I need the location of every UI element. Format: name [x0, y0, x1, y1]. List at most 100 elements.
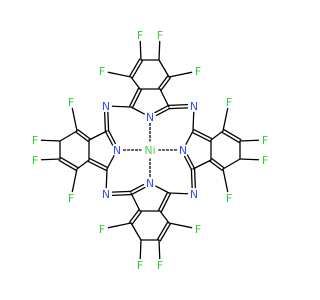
nitrogen-label-right-Nc: N [179, 144, 187, 157]
bond-bottom-Cf-F2 [107, 222, 132, 229]
bond-right-Cd-Cf [209, 160, 223, 171]
fluorine-label-right-F1: F [226, 96, 232, 109]
bond-right-Ce-Cg [221, 131, 240, 144]
bond-bottom-Ca-Cc [160, 193, 172, 213]
nickel-center-label: Ni [144, 144, 155, 157]
fluorine-label-left-F3-backdrop [29, 154, 41, 166]
bond-top-meso-2 [107, 111, 110, 132]
fluorine-label-bottom-F3: F [157, 259, 163, 272]
fluorine-label-bottom-F2: F [99, 223, 105, 236]
fluorine-label-top-F2: F [195, 65, 201, 78]
bond-layer [40, 40, 260, 260]
fluorine-label-left-F2: F [68, 96, 74, 109]
bond-top-Cb-Cd [159, 88, 170, 108]
fluorine-label-right-F2: F [226, 192, 232, 205]
bond-left-Ca-Cc [87, 160, 107, 172]
bond-left-meso-2 [111, 193, 132, 196]
bond-left-Ce-Cg [58, 159, 77, 172]
bond-left-Nc-Ca [106, 155, 115, 170]
bond-bottom-Cd-Cf [131, 211, 142, 225]
bond-right-meso-2 [168, 104, 189, 107]
fluorine-label-bottom-F2-backdrop [96, 223, 108, 235]
bond-top-Nc-Cb [154, 104, 169, 114]
fluorine-label-right-F3-backdrop [259, 134, 271, 146]
bond-bottom-Nc-Cb [129, 183, 145, 193]
bond-right-Cf-F2 [222, 168, 229, 193]
nitrogen-label-right-Nc-backdrop [177, 144, 189, 156]
fluorine-label-top-F3-backdrop [134, 29, 146, 41]
bond-right-meso-1 [192, 111, 195, 132]
bond-left-Cg-F3 [40, 158, 61, 161]
nitrogen-label-right-Nm: N [190, 100, 198, 113]
bond-top-Cf-F2 [168, 71, 193, 78]
fluorine-label-left-F4: F [32, 134, 38, 147]
fluorine-label-bottom-F1: F [195, 223, 201, 236]
bond-top-Cg-F3 [139, 40, 142, 61]
bond-right-Nc-Ca [185, 130, 194, 145]
bond-right-Cc-Ce [210, 130, 224, 141]
bond-bottom-Cg-F3 [158, 239, 161, 260]
bond-left-Ca-Cc [89, 157, 109, 169]
bond-bottom-meso-1 [168, 192, 189, 195]
fluorine-label-top-F3: F [137, 29, 143, 42]
fluorine-label-top-F4-backdrop [154, 29, 166, 41]
bond-top-Ch-F4 [158, 40, 161, 61]
fluorine-label-left-F1-backdrop [65, 192, 77, 204]
fluorine-label-left-F1: F [68, 192, 74, 205]
bond-left-Cd-Cf [77, 129, 91, 140]
bond-right-Nc-Cb [186, 154, 196, 169]
bond-left-Cf-Ch [59, 130, 78, 142]
bond-top-Nc-Cb [155, 107, 171, 117]
fluorine-label-bottom-F4-backdrop [134, 259, 146, 271]
fluorine-label-top-F4: F [157, 29, 163, 42]
fluorine-label-bottom-F4: F [137, 259, 143, 272]
bond-top-Ce-Cg [128, 58, 141, 77]
bond-top-Ce-F1 [107, 71, 132, 78]
nitrogen-label-top-Nm: N [102, 100, 110, 113]
bond-left-meso-2 [111, 190, 132, 193]
bond-left-Nc-Cb [104, 131, 114, 146]
nitrogen-label-bottom-Nm: N [190, 188, 198, 201]
fluorine-label-right-F1-backdrop [223, 96, 235, 108]
bond-top-Cc-Ce [130, 76, 141, 90]
bond-top-Ca-Cc [131, 89, 143, 109]
nitrogen-label-right-Nm-backdrop [188, 100, 200, 112]
bond-bottom-Ce-Cg [159, 223, 172, 242]
bond-right-Cd-Cf [211, 158, 225, 169]
nitrogen-label-left-Nc-backdrop [111, 144, 123, 156]
fluorine-label-right-F3: F [262, 134, 268, 147]
nitrogen-label-top-Nc: N [146, 111, 154, 124]
nitrogen-label-bottom-Nc: N [146, 177, 154, 190]
bond-bottom-Cd-Cf [129, 209, 140, 223]
nitrogen-label-left-Nm-backdrop [100, 188, 112, 200]
fluorine-label-bottom-F1-backdrop [192, 223, 204, 235]
bond-left-meso-1 [105, 168, 108, 189]
nitrogen-label-left-Nm: N [102, 188, 110, 201]
bond-right-Ca-Cc [193, 128, 213, 140]
fluorine-label-top-F1-backdrop [96, 65, 108, 77]
fluorine-label-right-F4-backdrop [259, 154, 271, 166]
bond-right-Nc-Cb [183, 155, 193, 171]
fluorine-label-bottom-F3-backdrop [154, 259, 166, 271]
bond-left-Cc-Ce [76, 159, 90, 170]
fluorine-label-top-F1: F [99, 65, 105, 78]
bond-right-Cb-Cd [192, 159, 212, 170]
bond-bottom-Ce-F1 [168, 222, 193, 229]
bond-bottom-Ch-F4 [139, 239, 142, 260]
nitrogen-label-bottom-Nc-backdrop [144, 177, 156, 189]
bond-right-Cg-F3 [239, 139, 260, 142]
bond-left-Cf-F2 [71, 107, 78, 132]
bond-bottom-Cb-Cd [130, 192, 141, 212]
fluorine-label-top-F2-backdrop [192, 65, 204, 77]
fluorine-label-right-F2-backdrop [223, 192, 235, 204]
bond-right-Ce-Cg [223, 128, 242, 141]
bond-left-Nc-Cb [107, 129, 117, 145]
bond-bottom-Cf-Ch [130, 222, 142, 241]
nitrogen-label-top-Nm-backdrop [100, 100, 112, 112]
bond-right-Ca-Cc [191, 131, 211, 143]
bond-right-Ce-F1 [222, 107, 229, 132]
nitrogen-label-left-Nc: N [113, 144, 121, 157]
